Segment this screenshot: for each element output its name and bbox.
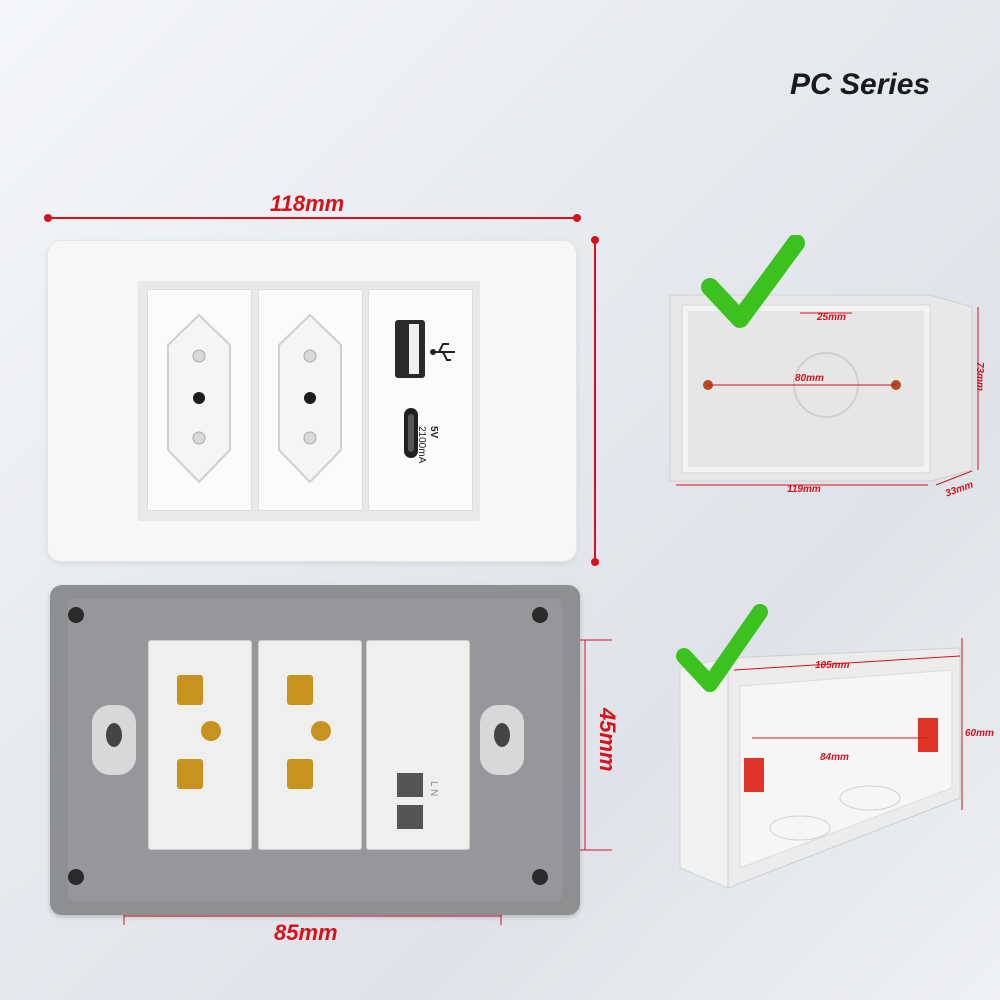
usb-module: 5V 2100mA — [368, 289, 473, 511]
box-bottom-depth-label: 60mm — [965, 728, 994, 739]
series-title: PC Series — [790, 68, 931, 101]
usb-current-label: 2100mA — [416, 426, 427, 464]
module-height-label: 45mm — [595, 708, 620, 772]
back-socket-2-terminals — [287, 675, 331, 789]
surface-box-bottom — [676, 604, 963, 889]
surface-box-top — [669, 235, 979, 486]
back-usb-module: L N — [366, 640, 470, 850]
usb-voltage-label: 5V — [428, 426, 439, 439]
checkmark-icon — [676, 604, 768, 692]
box-top-inner-label: 25mm — [817, 312, 846, 323]
back-socket-module-2 — [258, 640, 362, 850]
box-bottom-length-label: 105mm — [815, 660, 850, 671]
usb-icon — [430, 343, 455, 361]
checkmark-icon — [701, 235, 805, 328]
front-width-label: 118mm — [270, 191, 345, 216]
box-top-width-label: 119mm — [787, 484, 821, 495]
usb-module-face — [395, 320, 455, 458]
box-bottom-hole-spacing-label: 84mm — [820, 752, 849, 763]
socket-module-2 — [258, 289, 363, 511]
box-top-hole-spacing-label: 80mm — [795, 373, 824, 384]
terminal-label: L N — [428, 781, 439, 797]
box-top-height-label: 73mm — [974, 362, 985, 391]
socket-module-1 — [147, 289, 252, 511]
back-socket-1-terminals — [177, 675, 221, 789]
back-usb-terminals — [397, 773, 423, 829]
socket-1-face — [167, 313, 231, 484]
socket-2-face — [278, 313, 342, 484]
back-socket-module-1 — [148, 640, 252, 850]
mount-spacing-label: 85mm — [274, 920, 338, 945]
